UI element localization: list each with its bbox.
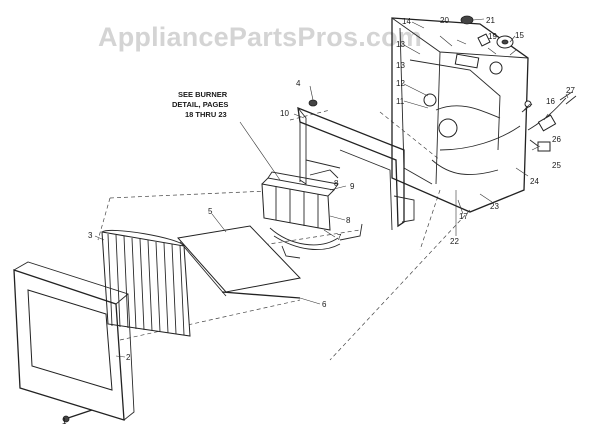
part-5-plate [177, 225, 302, 297]
burner-detail-note: SEE BURNER DETAIL, PAGES 18 THRU 23 [172, 90, 228, 119]
callout-8-lower: 8 [346, 216, 351, 225]
callout-25: 25 [552, 161, 561, 170]
burner-assembly [239, 121, 363, 259]
callout-5: 5 [208, 207, 213, 216]
callout-14: 14 [402, 17, 411, 26]
callout-20: 20 [440, 16, 449, 25]
callout-24: 24 [530, 177, 539, 186]
part-4-screw [308, 99, 318, 107]
callout-8-upper: 8 [334, 179, 339, 188]
callout-11: 11 [396, 97, 405, 106]
callout-1: 1 [62, 417, 67, 426]
callout-19: 19 [488, 32, 497, 41]
callout-27: 27 [566, 86, 575, 95]
leader-lines [94, 21, 569, 358]
note-line-1: SEE BURNER [178, 90, 228, 99]
callout-16: 16 [546, 97, 555, 106]
callout-13-upper: 13 [396, 40, 405, 49]
callout-7: 7 [337, 233, 342, 242]
callout-6: 6 [322, 300, 327, 309]
callout-15: 15 [515, 31, 524, 40]
callout-17: 17 [459, 212, 468, 221]
callout-4: 4 [296, 79, 301, 88]
power-cord-parts [521, 91, 577, 152]
callout-26: 26 [552, 135, 561, 144]
callout-labels: 1 2 3 4 5 6 7 8 8 9 10 11 12 13 13 14 15… [62, 16, 575, 426]
callout-9: 9 [350, 182, 355, 191]
radiant-grille [101, 229, 191, 337]
rear-cabinet [391, 17, 529, 213]
part-6-bar [221, 291, 301, 299]
callout-2: 2 [126, 353, 131, 362]
callout-10: 10 [280, 109, 289, 118]
note-line-2: DETAIL, PAGES [172, 100, 228, 109]
front-panel [13, 261, 135, 421]
callout-13-lower: 13 [396, 61, 405, 70]
callout-23: 23 [490, 202, 499, 211]
top-small-parts [460, 15, 517, 56]
part-1-screw [62, 409, 93, 423]
callout-21: 21 [486, 16, 495, 25]
callout-12: 12 [396, 79, 405, 88]
note-line-3: 18 THRU 23 [185, 110, 227, 119]
back-frame [297, 106, 415, 231]
callout-22: 22 [450, 237, 459, 246]
watermark: AppliancePartsPros.com [98, 22, 422, 52]
callout-3: 3 [88, 231, 93, 240]
